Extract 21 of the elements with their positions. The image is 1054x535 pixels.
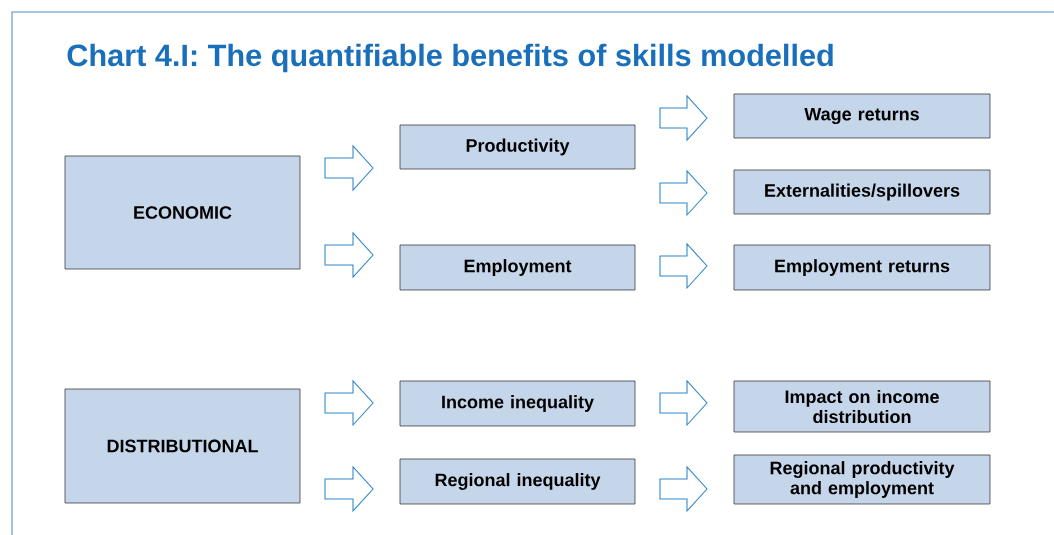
category-box: DISTRIBUTIONAL xyxy=(64,388,301,504)
block-arrow xyxy=(324,379,374,427)
block-arrow xyxy=(659,465,708,513)
outcome-box: Productivity xyxy=(399,124,636,170)
block-arrow xyxy=(659,169,708,217)
block-arrow xyxy=(659,242,708,290)
block-arrow xyxy=(659,94,708,142)
block-arrow xyxy=(324,465,374,513)
outcome-box: Regional inequality xyxy=(399,458,636,505)
title: Chart 4.I: The quantifiable benefits of skills modelled xyxy=(67,43,833,73)
outcome-box: Income inequality xyxy=(399,380,636,427)
block-arrow xyxy=(324,144,374,192)
outcome-box: Employment returns xyxy=(733,244,991,291)
category-box: ECONOMIC xyxy=(64,155,301,270)
outcome-box: Impact on income distribution xyxy=(733,380,991,433)
block-arrow xyxy=(659,379,708,427)
outcome-box: Regional productivity and employment xyxy=(733,454,991,505)
outcome-box: Wage returns xyxy=(733,93,991,139)
outcome-box: Employment xyxy=(399,244,636,291)
block-arrow xyxy=(324,231,374,279)
outcome-box: Externalities/spillovers xyxy=(733,169,991,215)
